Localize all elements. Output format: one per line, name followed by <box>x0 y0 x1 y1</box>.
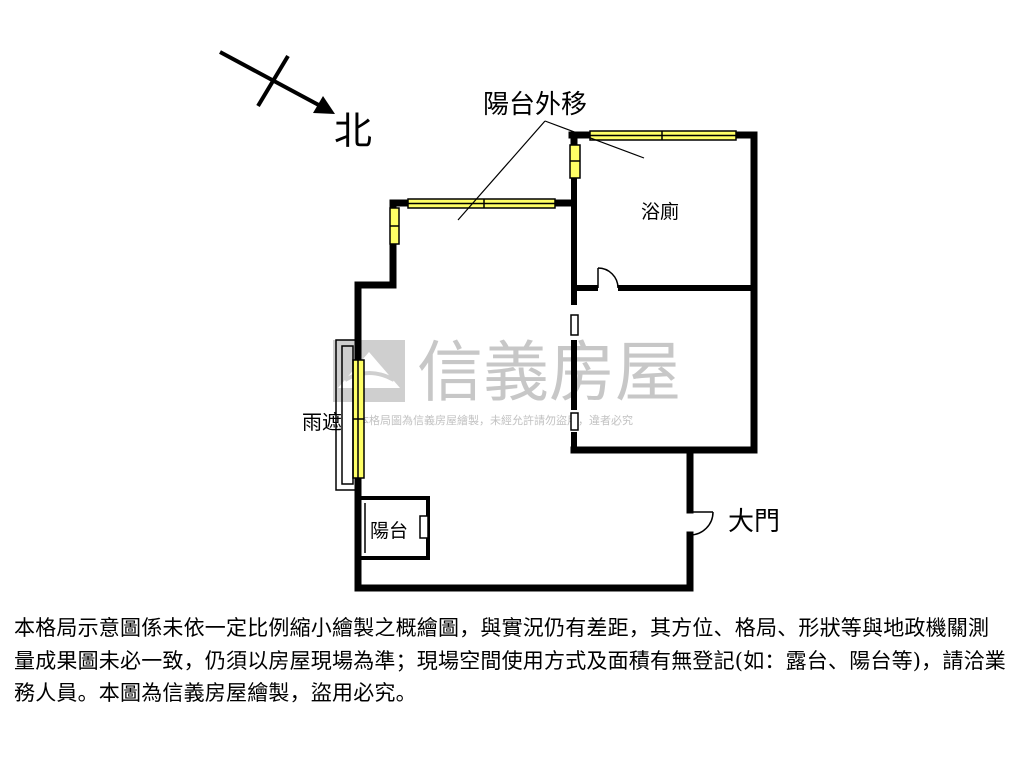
balcony-outline <box>358 496 430 560</box>
bathroom-door-icon <box>597 267 619 289</box>
compass-arrow-icon <box>219 50 335 114</box>
floor-plan: 北 信義房屋 本格局圖為信義房屋繪製，未經允許請勿盜用，違者必究 <box>219 50 780 592</box>
interior-walls <box>571 178 754 452</box>
brand-logo-icon <box>333 340 405 402</box>
north-label: 北 <box>334 109 372 153</box>
canopy-outline <box>335 339 359 491</box>
balcony-label: 陽台 <box>370 520 408 542</box>
watermark-notice: 本格局圖為信義房屋繪製，未經允許請勿盜用，違者必究 <box>358 413 633 427</box>
canopy-label: 雨遮 <box>302 410 342 434</box>
entrance-door-icon <box>689 511 714 536</box>
balcony-shift-label: 陽台外移 <box>483 90 587 120</box>
disclaimer-text: 本格局示意圖係未依一定比例縮小繪製之概繪圖，與實況仍有差距，其方位、格局、形狀等… <box>14 616 1006 705</box>
sliding-door-marks <box>570 314 579 431</box>
entrance-label: 大門 <box>728 507 780 537</box>
bathroom-label: 浴廁 <box>641 200 679 223</box>
leader-lines <box>457 120 645 221</box>
watermark-brand: 信義房屋 <box>417 334 681 411</box>
